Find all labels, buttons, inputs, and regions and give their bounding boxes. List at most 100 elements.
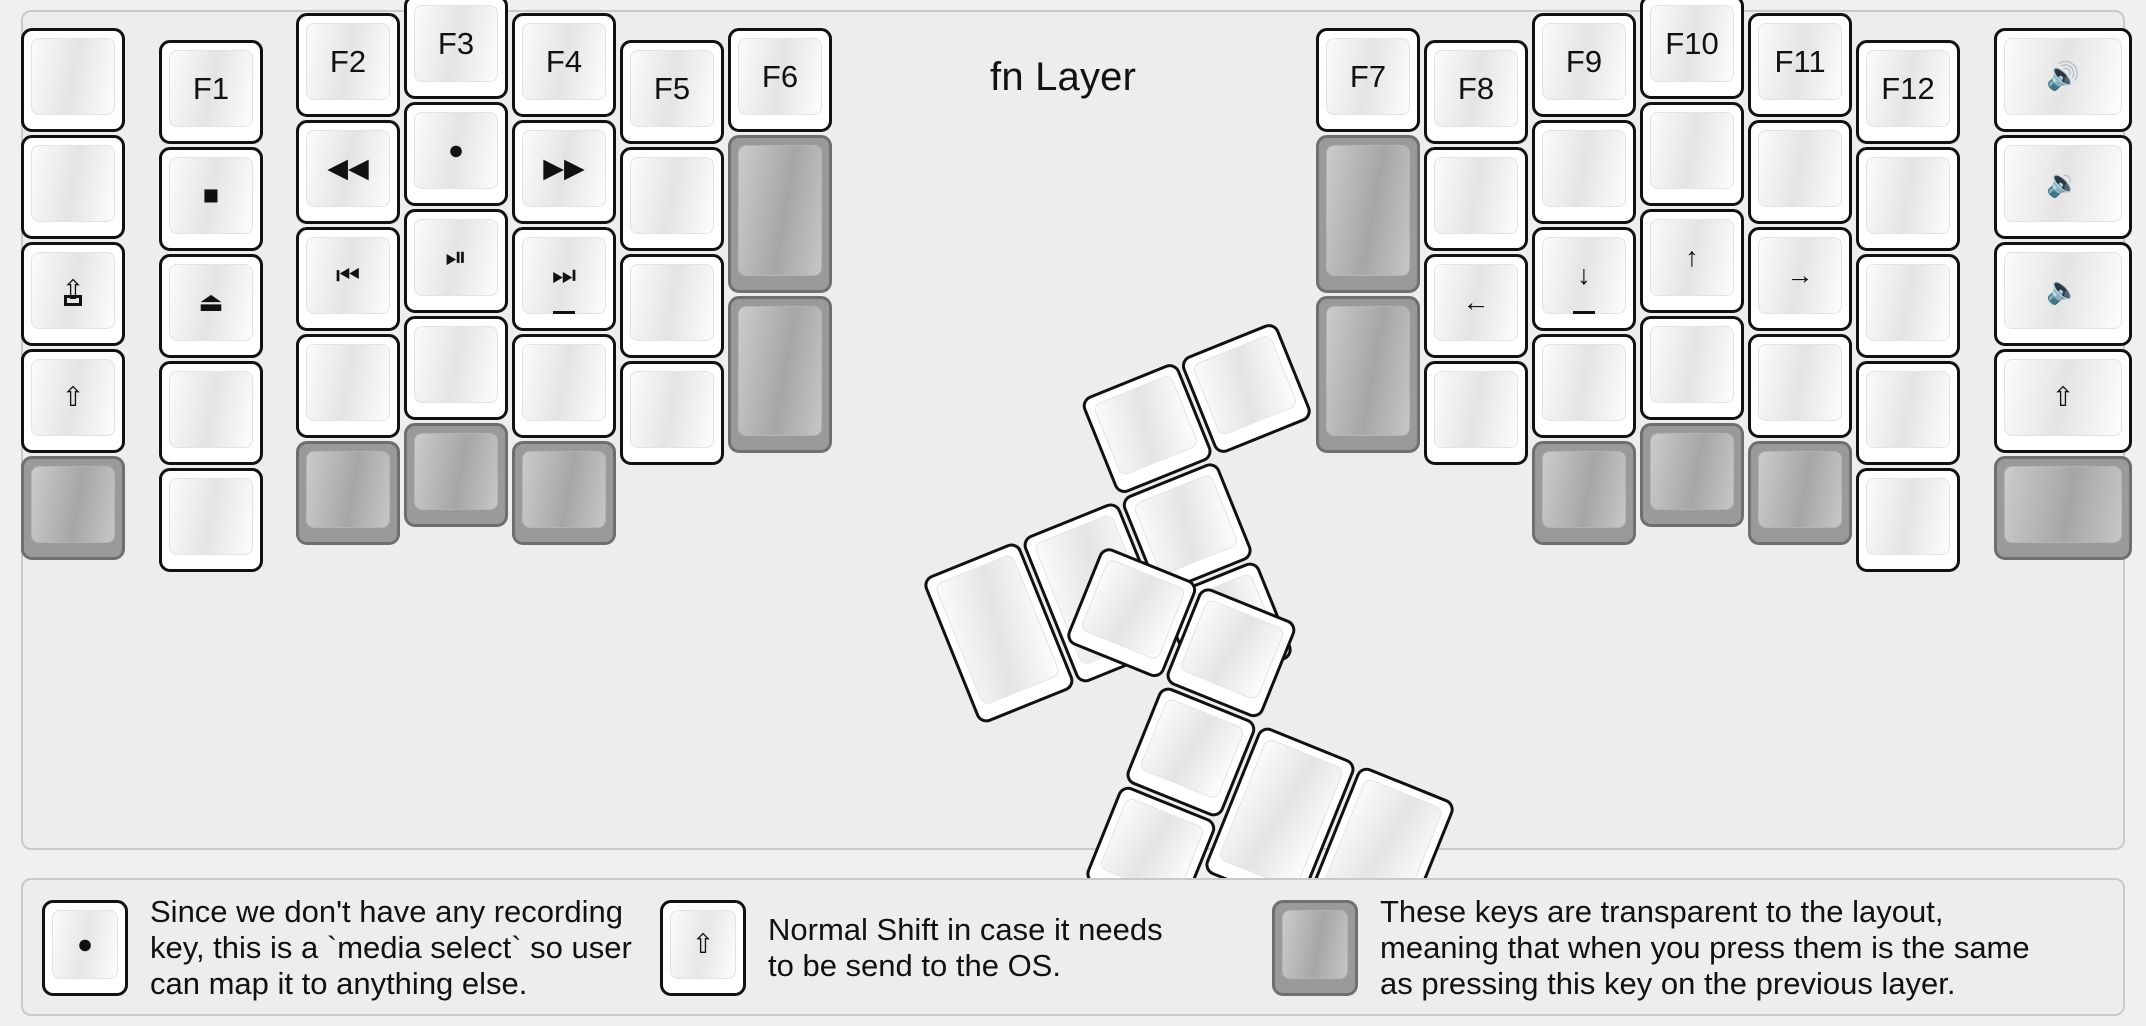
volume-up-icon: 🔊 — [2046, 61, 2080, 91]
key-cap — [169, 371, 253, 448]
key-volume-up[interactable]: 🔊 — [1994, 28, 2132, 132]
key-cap — [1326, 145, 1410, 276]
key-blank-r4c4[interactable] — [404, 316, 508, 420]
key-volume-mute[interactable]: 🔈 — [1994, 242, 2132, 346]
key-cap: ⏏ — [169, 264, 253, 341]
key-transparent-r-tall-2[interactable] — [1316, 295, 1420, 453]
key-blank-r2c1[interactable] — [21, 135, 125, 239]
key-blank-r3c12[interactable] — [1856, 254, 1960, 358]
key-f5[interactable]: F5 — [620, 40, 724, 144]
key-cap: ● — [52, 910, 118, 979]
key-cap — [1542, 451, 1626, 528]
key-blank-r2c8[interactable] — [1424, 147, 1528, 251]
key-cap: F4 — [522, 23, 606, 100]
legend-shift-key-text: Normal Shift in case it needs to be send… — [768, 912, 1163, 983]
key-cap: 🔊 — [2004, 38, 2122, 115]
key-modifier-underline — [553, 311, 575, 314]
key-label: F6 — [761, 59, 799, 94]
key-shift-right[interactable]: ⇧ — [1994, 349, 2132, 453]
key-transparent-r5c9[interactable] — [1532, 441, 1636, 545]
key-blank-r2c10[interactable] — [1640, 102, 1744, 206]
key-f7[interactable]: F7 — [1316, 28, 1420, 132]
volume-mute-icon: 🔈 — [2046, 275, 2080, 305]
key-cap: F2 — [306, 23, 390, 100]
key-transparent-r5c3[interactable] — [296, 441, 400, 545]
volume-down-icon: 🔉 — [2046, 168, 2080, 198]
key-media-rewind[interactable]: ◀◀ — [296, 120, 400, 224]
key-blank-r4c10[interactable] — [1640, 316, 1744, 420]
key-blank-r4c9[interactable] — [1532, 334, 1636, 438]
key-blank-r4c8[interactable] — [1424, 361, 1528, 465]
key-cap: ● — [414, 112, 498, 189]
key-blank-r4c12[interactable] — [1856, 361, 1960, 465]
key-blank-r4c6[interactable] — [620, 361, 724, 465]
key-blank-r2c11[interactable] — [1748, 120, 1852, 224]
key-transparent-r-tall-1[interactable] — [1316, 135, 1420, 293]
key-media-stop[interactable]: ■ — [159, 147, 263, 251]
key-blank-r4c5[interactable] — [512, 334, 616, 438]
key-f2[interactable]: F2 — [296, 13, 400, 117]
key-f12[interactable]: F12 — [1856, 40, 1960, 144]
key-cap: ⏮ — [306, 237, 390, 314]
key-f11[interactable]: F11 — [1748, 13, 1852, 117]
key-cap: F11 — [1758, 23, 1842, 100]
page-title: fn Layer — [990, 55, 1137, 99]
key-cap: ⏭ — [522, 237, 606, 314]
key-blank-r1c1[interactable] — [21, 28, 125, 132]
key-f1[interactable]: F1 — [159, 40, 263, 144]
key-cap: ⇧ — [31, 359, 115, 436]
key-arrow-down[interactable]: ↓ — [1532, 227, 1636, 331]
legend-transparent-key: These keys are transparent to the layout… — [1272, 894, 2030, 1001]
key-blank-r2c6[interactable] — [620, 147, 724, 251]
key-cap: ⇧ — [31, 252, 115, 329]
key-f8[interactable]: F8 — [1424, 40, 1528, 144]
key-cap — [414, 326, 498, 403]
legend-panel — [21, 878, 2125, 1016]
key-volume-down[interactable]: 🔉 — [1994, 135, 2132, 239]
key-label: F5 — [653, 71, 691, 106]
key-arrow-up[interactable]: ↑ — [1640, 209, 1744, 313]
key-arrow-right[interactable]: → — [1748, 227, 1852, 331]
key-blank-r2c9[interactable] — [1532, 120, 1636, 224]
key-transparent-r5c1[interactable] — [21, 456, 125, 560]
arrow-down-icon: ↓ — [1577, 260, 1591, 290]
key-blank-r5c12[interactable] — [1856, 468, 1960, 572]
key-cap — [1326, 305, 1410, 436]
key-arrow-left[interactable]: ← — [1424, 254, 1528, 358]
key-blank-r5c2[interactable] — [159, 468, 263, 572]
key-blank-r2c12[interactable] — [1856, 147, 1960, 251]
key-blank-r4c11[interactable] — [1748, 334, 1852, 438]
key-f3[interactable]: F3 — [404, 0, 508, 99]
key-media-next-track[interactable]: ⏭ — [512, 227, 616, 331]
key-transparent-r5c13[interactable] — [1994, 456, 2132, 560]
key-cap: F12 — [1866, 50, 1950, 127]
key-cap — [1866, 478, 1950, 555]
key-blank-r4c3[interactable] — [296, 334, 400, 438]
key-media-prev-track[interactable]: ⏮ — [296, 227, 400, 331]
key-transparent-tall-1[interactable] — [728, 135, 832, 293]
key-f10[interactable]: F10 — [1640, 0, 1744, 99]
key-cap — [1866, 371, 1950, 448]
key-label: F7 — [1349, 59, 1387, 94]
key-transparent-r5c4[interactable] — [404, 423, 508, 527]
key-label: F4 — [545, 44, 583, 79]
key-transparent-r5c5[interactable] — [512, 441, 616, 545]
key-transparent-r5c11[interactable] — [1748, 441, 1852, 545]
key-media-eject[interactable]: ⏏ — [159, 254, 263, 358]
key-media-record[interactable]: ● — [404, 102, 508, 206]
key-f4[interactable]: F4 — [512, 13, 616, 117]
key-blank-r4c2[interactable] — [159, 361, 263, 465]
key-transparent-tall-2[interactable] — [728, 295, 832, 453]
key-f9[interactable]: F9 — [1532, 13, 1636, 117]
key-caps-lock[interactable]: ⇧ — [21, 242, 125, 346]
key-blank-r3c6[interactable] — [620, 254, 724, 358]
key-transparent-r5c10[interactable] — [1640, 423, 1744, 527]
key-media-fast-forward[interactable]: ▶▶ — [512, 120, 616, 224]
key-cap: ↓ — [1542, 237, 1626, 314]
key-cap: F10 — [1650, 5, 1734, 82]
key-f6[interactable]: F6 — [728, 28, 832, 132]
key-cap — [1282, 910, 1348, 979]
key-shift-left[interactable]: ⇧ — [21, 349, 125, 453]
key-cap — [1191, 333, 1299, 437]
key-media-play-pause[interactable]: ⏯ — [404, 209, 508, 313]
